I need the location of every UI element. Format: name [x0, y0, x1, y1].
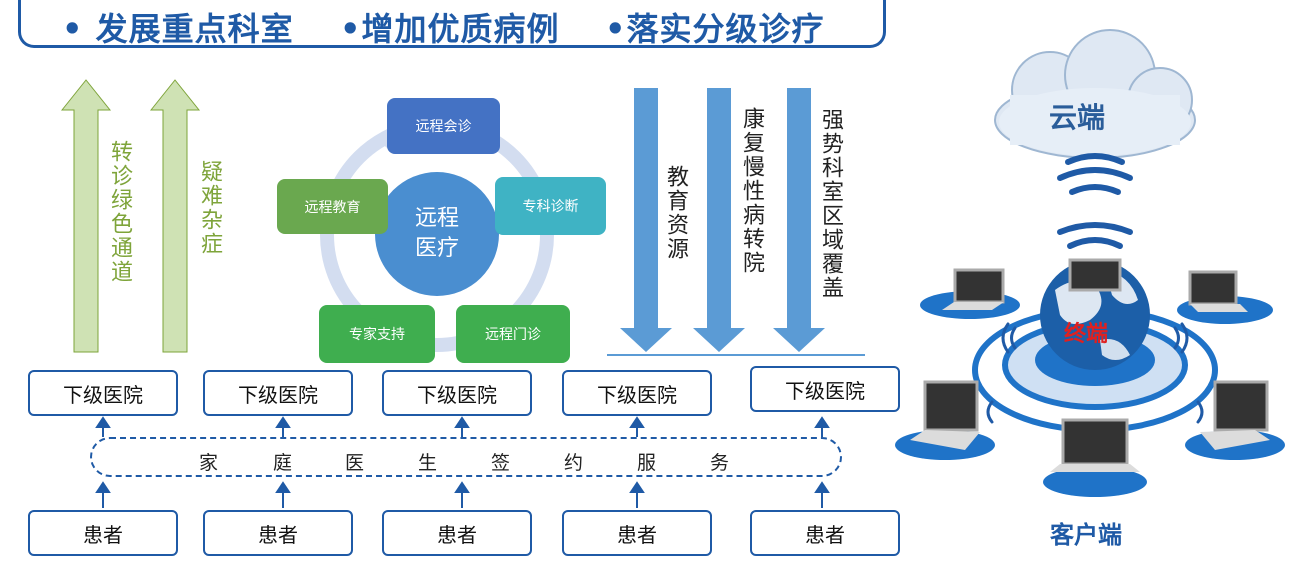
banner-item-key-departments: • 发展重点科室 [62, 10, 294, 48]
family-service-char: 医 [345, 452, 365, 474]
strong-departments-label: 强势科室区域覆盖 [818, 108, 843, 300]
laptop-icon [1185, 380, 1285, 460]
education-resources-arrow [620, 88, 672, 352]
hospital-connectors [95, 416, 830, 437]
banner-item-quality-cases: •增加优质病例 [340, 10, 560, 48]
strong-departments-arrow [773, 88, 825, 352]
laptop-icon [920, 268, 1020, 319]
telemedicine-hub: 远程 医疗 [375, 172, 499, 296]
node-remote-outpatient: 远程门诊 [456, 305, 570, 363]
patient-box: 患者 [750, 510, 900, 556]
title-banner [18, 0, 886, 48]
wifi-signal-icon [1057, 153, 1133, 195]
green-channel-arrow [60, 79, 112, 353]
node-expert-support: 专家支持 [319, 305, 435, 363]
green-channel-label: 转诊绿色通道 [107, 140, 132, 284]
lower-hospital-box: 下级医院 [28, 370, 178, 416]
education-resources-label: 教育资源 [663, 165, 688, 261]
globe-icon [1040, 260, 1150, 370]
patient-box: 患者 [562, 510, 712, 556]
cloud-label: 云端 [1049, 101, 1106, 134]
family-service-char: 约 [564, 452, 584, 474]
difficult-cases-arrow [149, 79, 201, 353]
patient-box: 患者 [203, 510, 353, 556]
laptop-icon [1177, 270, 1273, 324]
hub-line-2: 医疗 [414, 236, 459, 261]
client-label: 客户端 [1050, 521, 1122, 549]
banner-item-tiered-diagnosis: •落实分级诊疗 [605, 10, 825, 48]
lower-hospital-box: 下级医院 [382, 370, 532, 416]
family-service-char: 生 [418, 452, 438, 474]
family-doctor-service-band [90, 437, 842, 477]
patient-box: 患者 [28, 510, 178, 556]
family-service-char: 务 [710, 452, 730, 474]
hub-line-1: 远程 [414, 206, 459, 231]
laptop-icon [895, 380, 995, 460]
family-service-char: 签 [491, 452, 511, 474]
node-remote-education: 远程教育 [277, 179, 388, 234]
laptop-icon [1043, 418, 1147, 497]
network-illustration [895, 29, 1285, 497]
wifi-signal-icon [986, 322, 1204, 424]
node-specialist-diagnosis: 专科诊断 [495, 177, 606, 235]
node-remote-consultation: 远程会诊 [387, 98, 500, 154]
lower-hospital-box: 下级医院 [562, 370, 712, 416]
family-service-char: 服 [637, 452, 657, 474]
terminal-label: 终端 [1064, 322, 1109, 347]
wifi-signal-icon [1057, 222, 1133, 249]
family-service-char: 庭 [273, 452, 293, 474]
patient-box: 患者 [382, 510, 532, 556]
difficult-cases-label: 疑难杂症 [197, 160, 222, 256]
patient-connectors [95, 481, 830, 508]
diagram-graphics [60, 79, 865, 508]
laptop-icon [1068, 258, 1122, 292]
lower-hospital-box: 下级医院 [750, 366, 900, 412]
rehab-arrow [693, 88, 745, 352]
lower-hospital-box: 下级医院 [203, 370, 353, 416]
family-service-char: 家 [199, 452, 219, 474]
rehab-label: 康复慢性病转院 [739, 107, 764, 275]
cloud-icon [994, 29, 1196, 159]
